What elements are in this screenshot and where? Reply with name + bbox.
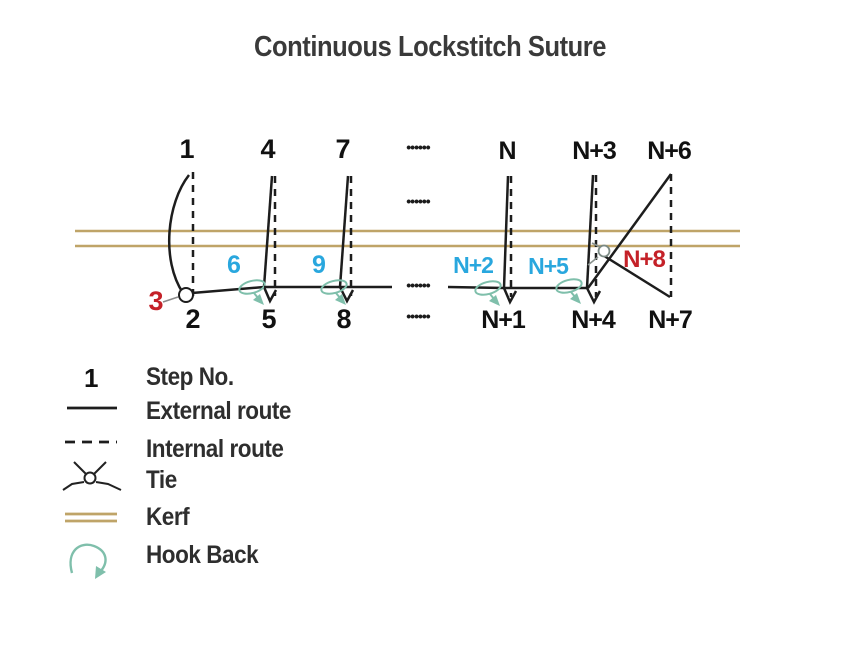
tie-thread-end-a [591,242,601,248]
ellipsis-row-top: •••••• [406,139,431,155]
dashed-line-icon [65,440,117,444]
tie-thread-end-b [587,256,599,266]
page-title: Continuous Lockstitch Suture [253,31,607,63]
step-label-5: 5 [261,304,276,334]
step-label-8: 8 [336,304,351,334]
step-label-n2: N+2 [453,252,493,278]
step-label-n1: N+1 [481,306,526,334]
hook-under-n4 [585,287,602,305]
legend-label-tie: Tie [146,466,177,494]
step-label-1: 1 [179,134,194,164]
step-label-n7: N+7 [648,306,692,334]
legend-step-number-symbol: 1 [84,363,99,393]
legend-label-kerf: Kerf [146,503,190,531]
hook-back-arrow-icon [69,543,107,579]
legend-label-step-no: Step No. [146,363,234,391]
step-label-6: 6 [227,251,241,279]
legend-label-internal-route: Internal route [146,435,284,463]
legend-label-external-route: External route [146,397,291,425]
step-label-n4: N+4 [571,306,616,334]
external-route-2-5 [191,285,265,295]
step-label-n6: N+6 [647,137,691,165]
hook-under-8 [338,286,355,304]
step-label-9: 9 [312,251,326,279]
ellipsis-row-route: •••••• [406,277,431,293]
legend-label-hook-back: Hook Back [146,541,259,569]
hook-under-n1 [502,287,518,305]
step-label-7: 7 [335,134,350,164]
tie-knot-icon-end [597,244,611,258]
external-route-4-5 [262,175,274,288]
solid-line-icon [67,406,117,410]
external-route-n4-n6 [586,173,673,289]
step-label-2: 2 [185,304,200,334]
tie-knot-icon [62,461,122,491]
hook-under-5 [262,286,278,304]
external-route-n7-tie [600,252,671,299]
step-label-n3: N+3 [572,137,616,165]
external-route-7-8 [338,175,350,288]
external-route-n3-n4 [585,174,595,289]
external-route-n-n1 [502,175,510,289]
ellipsis-row-bottom: •••••• [406,308,431,324]
kerf-lines-icon [65,512,117,523]
step-label-3: 3 [148,286,163,316]
tie-knot-icon-start [178,287,194,303]
external-route-arc-1-2 [167,174,190,294]
tie-pointer-line [162,296,179,303]
step-label-4: 4 [260,134,275,164]
step-label-n: N [498,137,515,165]
step-label-n5: N+5 [528,253,569,279]
step-label-n8: N+8 [623,246,665,273]
ellipsis-row-mid: •••••• [406,193,431,209]
